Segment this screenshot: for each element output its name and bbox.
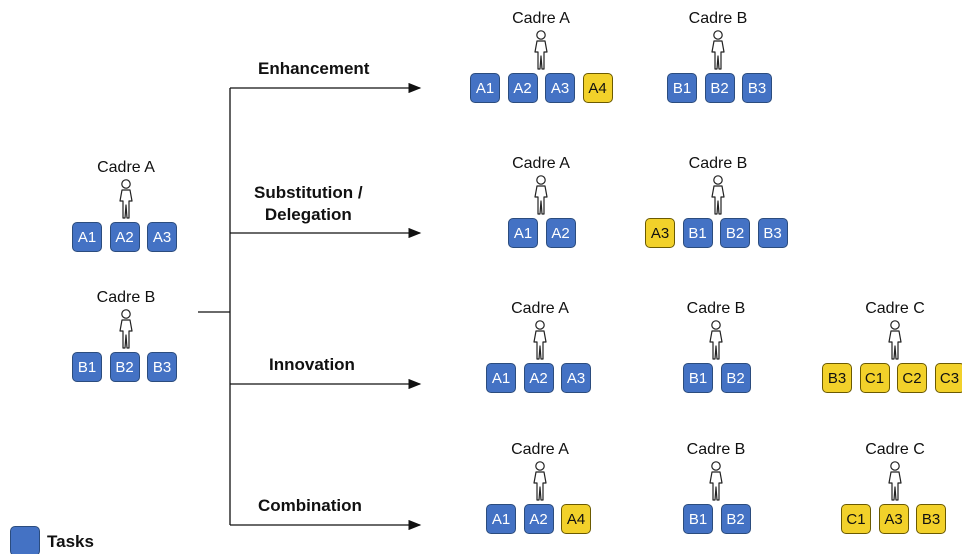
task-tile: A2 <box>507 73 538 103</box>
task-tile: B3 <box>742 73 772 103</box>
branch2-cadre2-label: Cadre C <box>865 300 925 317</box>
task-tile: A2 <box>109 222 140 252</box>
branch-label-substitution: Substitution /Delegation <box>254 183 363 224</box>
branch3-cadre2-label: Cadre C <box>865 441 925 458</box>
task-tile: B1 <box>682 218 713 248</box>
task-tile: B3 <box>757 218 788 248</box>
person-icon <box>529 320 551 362</box>
branch1-cadre0-label: Cadre A <box>512 155 570 172</box>
branch1-cadre1-label: Cadre B <box>688 155 748 172</box>
branch3-cadre1-label: Cadre B <box>686 441 746 458</box>
task-tile: C1 <box>841 504 871 534</box>
task-tile: B3 <box>822 363 852 393</box>
task-tile: B2 <box>720 504 751 534</box>
task-tile: B3 <box>916 504 946 534</box>
person-icon <box>530 175 552 217</box>
branch-label-combination: Combination <box>258 496 362 515</box>
task-tile: A1 <box>486 504 516 534</box>
person-icon <box>707 30 729 72</box>
task-tile: B2 <box>720 363 751 393</box>
task-tile: A3 <box>561 363 591 393</box>
source-cadre-a-label: Cadre A <box>97 159 155 176</box>
task-tile: A3 <box>545 73 575 103</box>
person-icon <box>530 30 552 72</box>
person-icon <box>884 461 906 503</box>
task-tile: B1 <box>683 363 713 393</box>
task-tile: A3 <box>147 222 177 252</box>
person-icon <box>115 309 137 351</box>
task-tile: B2 <box>109 352 140 382</box>
task-tile: B1 <box>683 504 713 534</box>
person-icon <box>529 461 551 503</box>
person-icon <box>705 461 727 503</box>
task-tile: C1 <box>859 363 890 393</box>
branch0-cadre0-label: Cadre A <box>512 10 570 27</box>
branch2-cadre0-label: Cadre A <box>511 300 569 317</box>
task-tile: A1 <box>470 73 500 103</box>
task-tile: B2 <box>720 218 750 248</box>
task-tile: A3 <box>645 218 675 248</box>
task-tile: A1 <box>508 218 538 248</box>
branch0-cadre1-label: Cadre B <box>688 10 748 27</box>
branch-label-innovation: Innovation <box>269 355 355 374</box>
task-tile: A1 <box>486 363 516 393</box>
task-tile: B1 <box>667 73 697 103</box>
source-cadre-b-label: Cadre B <box>96 289 156 306</box>
branch2-cadre1-label: Cadre B <box>686 300 746 317</box>
person-icon <box>707 175 729 217</box>
task-tile: C2 <box>897 363 927 393</box>
task-tile: C3 <box>934 363 962 393</box>
person-icon <box>884 320 906 362</box>
legend-label: Tasks <box>47 532 94 551</box>
task-tile: B2 <box>704 73 735 103</box>
branch3-cadre0-label: Cadre A <box>511 441 569 458</box>
task-tile: A2 <box>545 218 576 248</box>
task-tile: A2 <box>523 504 554 534</box>
person-icon <box>115 179 137 221</box>
task-tile: A1 <box>72 222 102 252</box>
task-tile: B1 <box>72 352 102 382</box>
person-icon <box>705 320 727 362</box>
task-tile: A3 <box>878 504 909 534</box>
task-tile: B3 <box>147 352 177 382</box>
branch-label-enhancement: Enhancement <box>258 59 370 78</box>
legend-task-swatch <box>10 526 40 554</box>
task-tile: A4 <box>582 73 613 103</box>
task-tile: A2 <box>523 363 554 393</box>
task-tile: A4 <box>561 504 591 534</box>
